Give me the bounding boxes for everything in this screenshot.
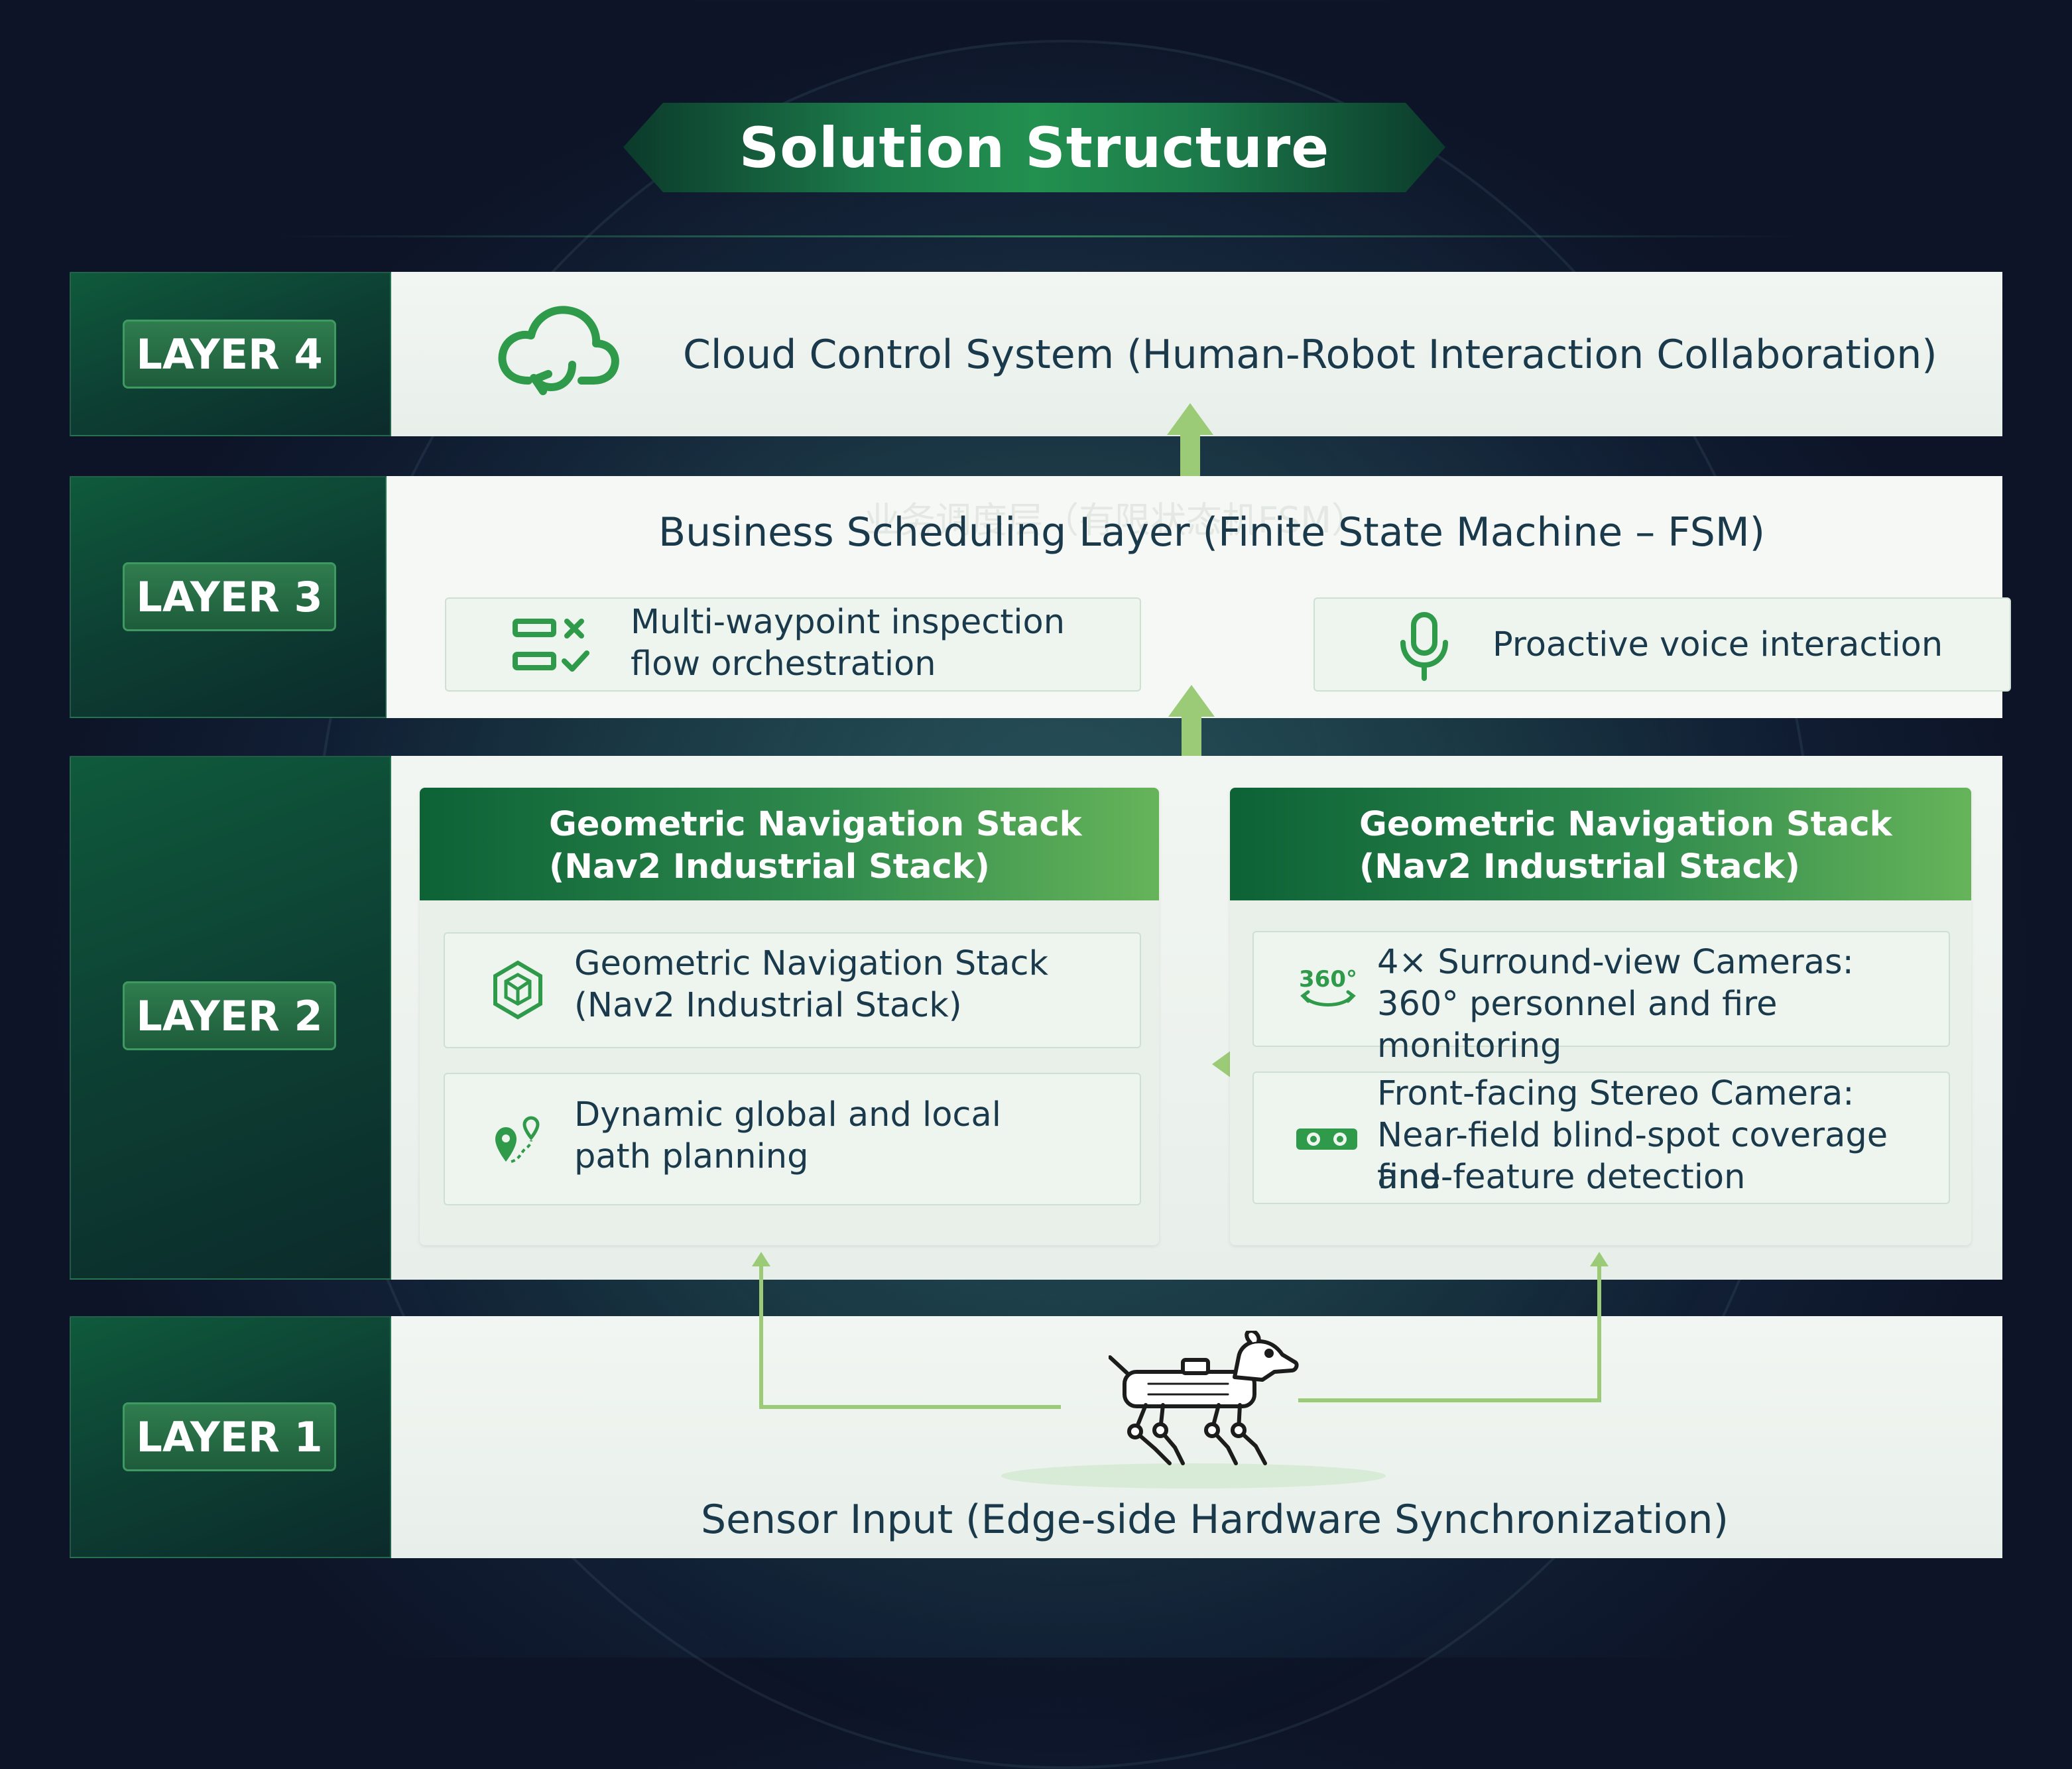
cube-hexagon-icon (493, 960, 542, 1020)
surround-cameras-line-1: 4× Surround-view Cameras: (1377, 943, 1854, 982)
right-stack-header-line-2: (Nav2 Industrial Stack) (1359, 847, 1800, 886)
layer-3-row: LAYER 3 业务调度层（有限状态机FSM） Business Schedul… (70, 476, 2011, 718)
layer-1-row: LAYER 1 Sensor Input (Edge-si (70, 1316, 2002, 1558)
robot-dog-icon (1109, 1331, 1299, 1465)
left-nav-stack: Geometric Navigation Stack (Nav2 Industr… (420, 788, 1159, 1245)
layer-2-row: LAYER 2 Geometric Navigation Stack (Nav2… (70, 756, 2002, 1280)
left-card-nav2: Geometric Navigation Stack (Nav2 Industr… (444, 932, 1141, 1048)
layer-1-badge: LAYER 1 (123, 1402, 336, 1471)
layer-3-watermark: 业务调度层（有限状态机FSM） (864, 499, 1367, 541)
layer-4-badge: LAYER 4 (123, 320, 336, 389)
layer-2-badge: LAYER 2 (123, 981, 336, 1050)
layer-1-text: Sensor Input (Edge-side Hardware Synchro… (701, 1496, 1729, 1543)
stereo-camera-line-1: Front-facing Stereo Camera: (1377, 1074, 1855, 1113)
layer-3-panel: 业务调度层（有限状态机FSM） Business Scheduling Laye… (387, 476, 2011, 718)
checklist-icon (513, 619, 589, 672)
left-card-path-planning: Dynamic global and local path planning (444, 1073, 1141, 1205)
right-sensor-stack: Geometric Navigation Stack (Nav2 Industr… (1230, 788, 1971, 1245)
left-stack-header: Geometric Navigation Stack (Nav2 Industr… (420, 788, 1159, 900)
right-stack-header: Geometric Navigation Stack (Nav2 Industr… (1230, 788, 1971, 900)
layer-2-panel: Geometric Navigation Stack (Nav2 Industr… (391, 756, 2002, 1280)
waypoints-line-1: Multi-waypoint inspection (631, 603, 1066, 642)
left-card-path-line-2: path planning (574, 1137, 809, 1176)
stereo-camera-line-3: fine-feature detection (1377, 1158, 1746, 1197)
layer-1-panel: Sensor Input (Edge-side Hardware Synchro… (391, 1316, 2002, 1558)
right-card-stereo-camera: Front-facing Stereo Camera: Near-field b… (1252, 1071, 1950, 1204)
layer-4-panel: Cloud Control System (Human-Robot Intera… (391, 272, 2002, 436)
layer-4-row: LAYER 4 Cloud Control System (Human-Robo… (70, 272, 2002, 436)
microphone-icon (1400, 612, 1448, 681)
layer-3-title: Business Scheduling Layer (Finite State … (658, 509, 1766, 556)
right-stack-header-line-1: Geometric Navigation Stack (1359, 805, 1892, 844)
left-card-nav2-line-1: Geometric Navigation Stack (574, 944, 1049, 983)
layer-3-card-waypoints: Multi-waypoint inspection flow orchestra… (445, 597, 1141, 692)
layer-3-card-voice: Proactive voice interaction (1313, 597, 2011, 692)
camera-360-icon: 360° (1299, 966, 1357, 1006)
right-card-surround-cameras: 360° 4× Surround-view Cameras: 360° pers… (1252, 931, 1950, 1066)
left-card-nav2-line-2: (Nav2 Industrial Stack) (574, 986, 962, 1025)
up-arrow-l3-to-l4 (1167, 403, 1213, 476)
left-stack-header-line-1: Geometric Navigation Stack (549, 805, 1082, 844)
robot-shadow (1001, 1463, 1386, 1489)
route-pin-icon (495, 1116, 540, 1163)
cloud-sync-icon (498, 306, 619, 395)
stereo-camera-line-2: Near-field blind-spot coverage and (1377, 1116, 1888, 1197)
sensor-connector-lines (752, 1252, 1609, 1409)
title-banner (623, 103, 1445, 192)
left-stack-header-line-2: (Nav2 Industrial Stack) (549, 847, 990, 886)
layer-4-text: Cloud Control System (Human-Robot Intera… (683, 332, 1937, 378)
camera-360-label: 360° (1299, 966, 1357, 993)
waypoints-line-2: flow orchestration (631, 644, 936, 684)
surround-cameras-line-2: 360° personnel and fire monitoring (1377, 985, 1778, 1066)
layer-3-badge: LAYER 3 (123, 562, 336, 631)
page-title: Solution Structure (739, 115, 1330, 180)
up-arrow-l2-to-l3 (1168, 685, 1215, 758)
voice-text: Proactive voice interaction (1493, 625, 1943, 664)
title-divider (278, 235, 1797, 237)
stereo-camera-icon (1296, 1128, 1357, 1150)
left-card-path-line-1: Dynamic global and local (574, 1095, 1001, 1134)
